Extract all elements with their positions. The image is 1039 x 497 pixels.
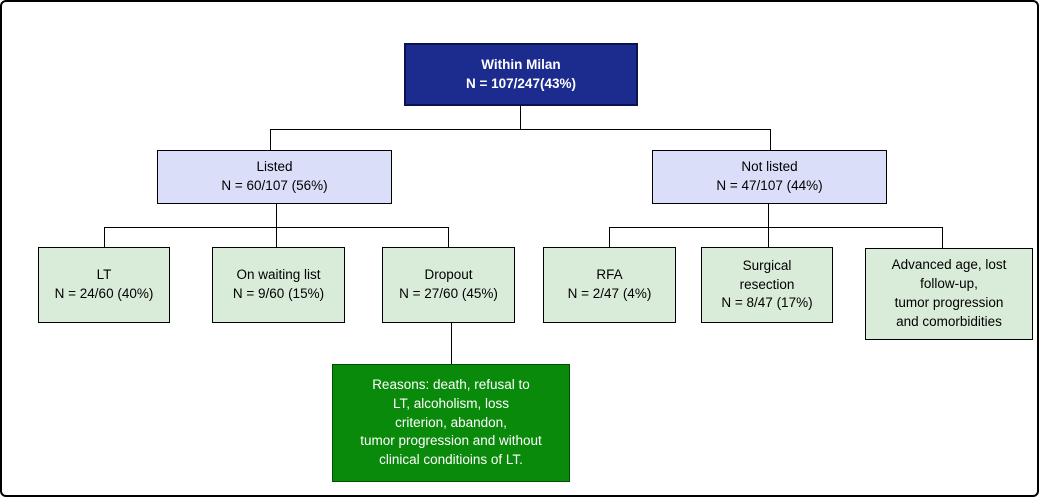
node-listed: Listed N = 60/107 (56%) xyxy=(157,150,392,204)
edge-drop-dropout xyxy=(448,227,449,247)
edge-dropout-reasons xyxy=(451,323,452,364)
edge-not-listed-stem xyxy=(768,204,769,247)
edge-drop-advanced xyxy=(942,227,943,248)
node-not-listed: Not listed N = 47/107 (44%) xyxy=(652,150,887,204)
node-lt: LT N = 24/60 (40%) xyxy=(38,247,170,323)
node-reasons: Reasons: death, refusal to LT, alcoholis… xyxy=(332,364,570,482)
edge-not-listed-crossbar xyxy=(609,227,943,228)
node-surgical-resection: Surgical resection N = 8/47 (17%) xyxy=(701,247,833,323)
node-dropout: Dropout N = 27/60 (45%) xyxy=(382,247,515,323)
edge-root-stem xyxy=(520,106,521,129)
edge-drop-lt xyxy=(104,227,105,247)
edge-listed-crossbar xyxy=(104,227,449,228)
node-within-milan: Within Milan N = 107/247(43%) xyxy=(404,43,638,106)
node-on-waiting-list: On waiting list N = 9/60 (15%) xyxy=(212,247,345,323)
edge-drop-rfa xyxy=(609,227,610,247)
edge-listed-stem xyxy=(276,204,277,247)
edge-drop-not-listed xyxy=(770,129,771,150)
node-rfa: RFA N = 2/47 (4%) xyxy=(543,247,676,323)
edge-level2-crossbar xyxy=(270,129,771,130)
node-advanced-age: Advanced age, lost follow-up, tumor prog… xyxy=(865,248,1033,340)
edge-drop-listed xyxy=(270,129,271,150)
